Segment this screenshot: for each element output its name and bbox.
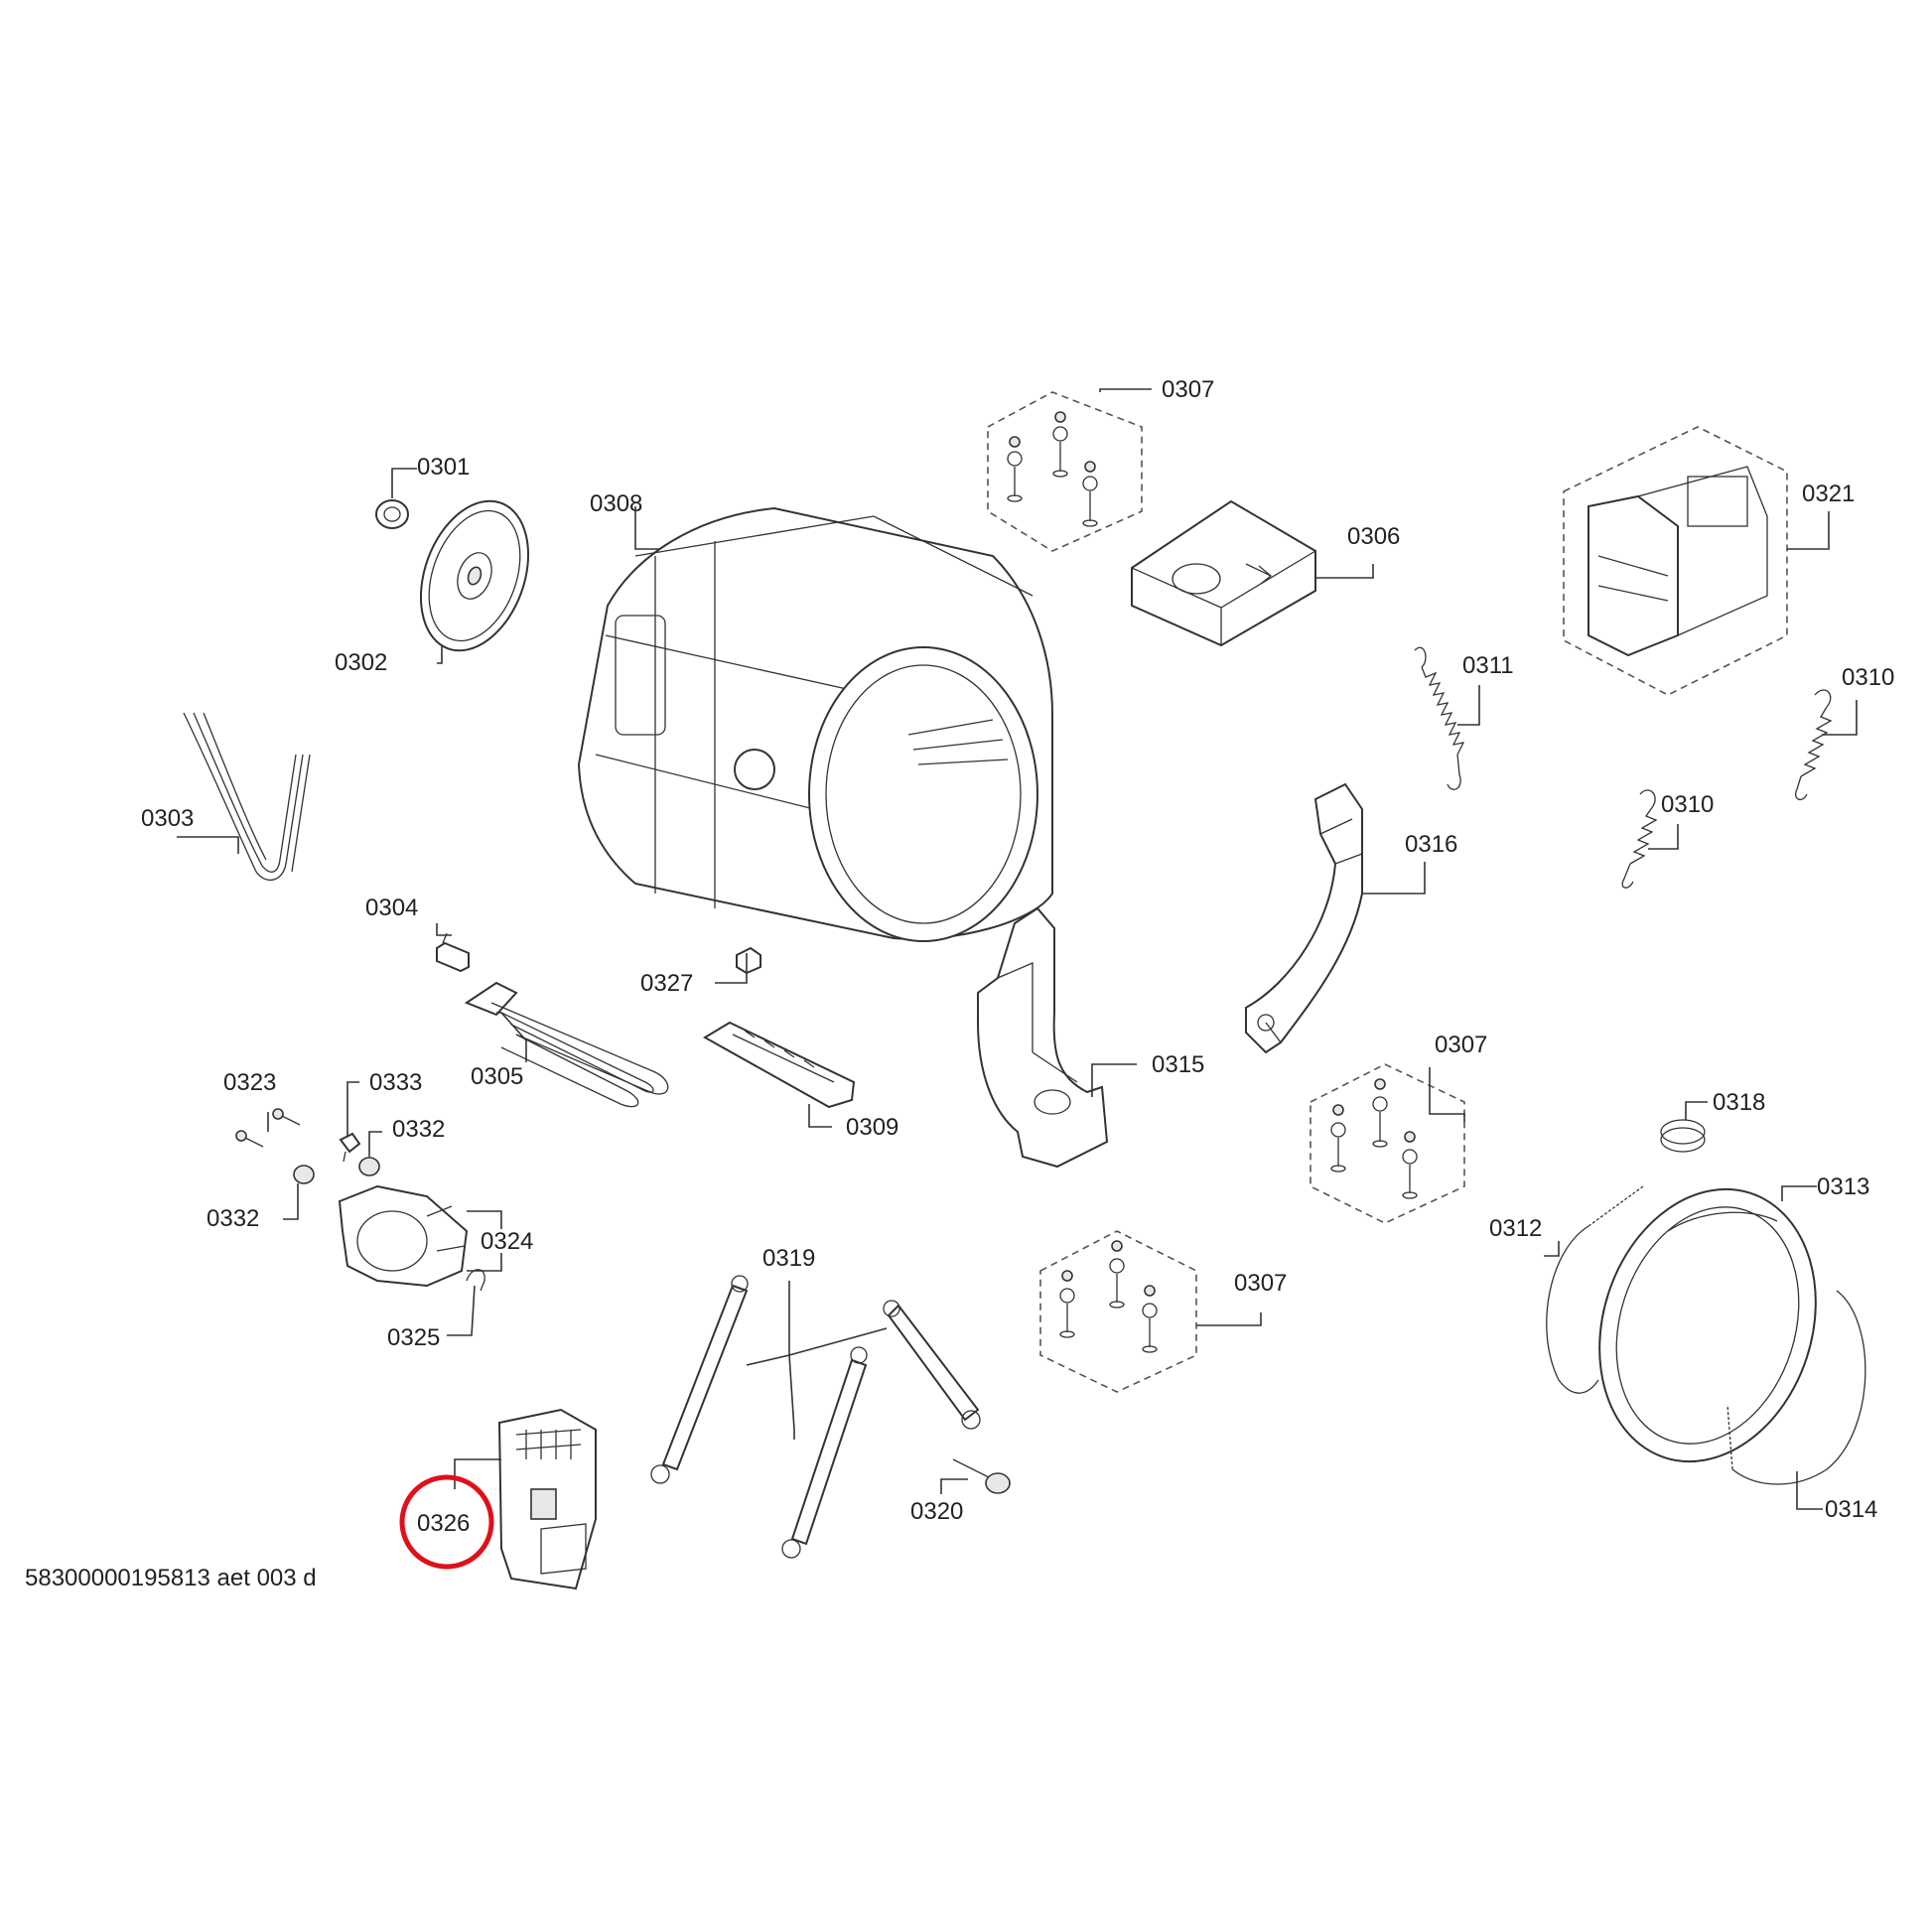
part-0303-belt-drawing[interactable]	[183, 712, 311, 882]
label-0325: 0325	[387, 1324, 440, 1351]
part-0325-clip-drawing[interactable]	[466, 1269, 485, 1292]
label-0307-top: 0307	[1162, 376, 1214, 403]
part-0307-fasteners-right-drawing[interactable]	[1310, 1063, 1465, 1224]
part-0332a-cap-drawing[interactable]	[358, 1157, 380, 1176]
label-0316: 0316	[1405, 831, 1457, 858]
part-0318-clamp-drawing[interactable]	[1660, 1119, 1706, 1153]
part-0308-tub-drawing[interactable]	[577, 506, 1053, 942]
label-0314: 0314	[1825, 1496, 1877, 1523]
leader-lines	[177, 388, 1858, 1510]
part-0314-clamp-wire-drawing[interactable]	[1726, 1290, 1866, 1485]
part-0307-fasteners-bottom-drawing[interactable]	[1039, 1230, 1197, 1393]
part-0307-fasteners-top-drawing[interactable]	[987, 391, 1143, 552]
highlight-circle-0326	[399, 1474, 494, 1570]
part-0310b-spring-drawing[interactable]	[1621, 789, 1658, 889]
label-0333: 0333	[369, 1069, 422, 1096]
label-0332-right: 0332	[392, 1116, 445, 1143]
label-0310-right: 0310	[1842, 664, 1894, 691]
document-id: 58300000195813 aet 003 d	[25, 1565, 317, 1591]
part-0321-module-drawing[interactable]	[1563, 426, 1788, 696]
part-0316-weight-drawing[interactable]	[1245, 782, 1363, 1054]
part-0319-shock-absorbers-drawing[interactable]	[650, 1275, 981, 1559]
part-0302-pulley-drawing[interactable]	[401, 486, 547, 666]
part-0332b-cap-drawing[interactable]	[293, 1165, 315, 1184]
label-0321: 0321	[1802, 481, 1855, 507]
label-0315: 0315	[1152, 1051, 1204, 1078]
label-0310-middle: 0310	[1661, 791, 1714, 818]
part-0306-cover-drawing[interactable]	[1131, 499, 1316, 647]
label-0302: 0302	[335, 649, 387, 676]
label-0313: 0313	[1817, 1173, 1869, 1200]
label-0309: 0309	[846, 1114, 898, 1141]
label-0303: 0303	[141, 805, 194, 832]
part-0327-clip-drawing[interactable]	[736, 946, 761, 975]
part-0326-board-drawing[interactable]	[497, 1408, 597, 1590]
label-0301: 0301	[417, 454, 470, 481]
label-0326[interactable]: 0326	[417, 1510, 470, 1537]
label-0320: 0320	[910, 1498, 963, 1525]
part-0309-paddle-drawing[interactable]	[703, 1021, 856, 1109]
label-0327: 0327	[640, 970, 693, 997]
part-0323-screws-drawing[interactable]	[235, 1108, 301, 1148]
label-0305: 0305	[471, 1063, 523, 1090]
label-0308: 0308	[590, 490, 642, 517]
label-0323: 0323	[223, 1069, 276, 1096]
label-0332-left: 0332	[207, 1205, 259, 1232]
part-0312-seal-wire-drawing[interactable]	[1546, 1185, 1644, 1394]
part-0301-drawing[interactable]	[375, 499, 409, 529]
part-0311-spring-drawing[interactable]	[1414, 646, 1465, 790]
label-0318: 0318	[1713, 1089, 1765, 1116]
part-0315-weight-drawing[interactable]	[977, 906, 1109, 1169]
label-0319: 0319	[762, 1245, 815, 1272]
part-0320-bolt-drawing[interactable]	[952, 1458, 1011, 1494]
part-0310a-spring-drawing[interactable]	[1795, 689, 1833, 801]
label-0304: 0304	[365, 895, 418, 921]
part-0305-heater-drawing[interactable]	[464, 981, 669, 1108]
label-0311: 0311	[1462, 652, 1514, 679]
label-0307-bottom: 0307	[1234, 1270, 1287, 1297]
label-0324: 0324	[481, 1228, 533, 1255]
part-0304-sensor-drawing[interactable]	[436, 932, 470, 973]
label-0312: 0312	[1489, 1215, 1542, 1242]
label-0307-right: 0307	[1435, 1032, 1487, 1058]
part-0313-gasket-drawing[interactable]	[1566, 1161, 1850, 1489]
label-0306: 0306	[1347, 523, 1400, 550]
part-0333-clip-drawing[interactable]	[339, 1132, 361, 1163]
part-0324-pump-drawing[interactable]	[338, 1184, 469, 1288]
